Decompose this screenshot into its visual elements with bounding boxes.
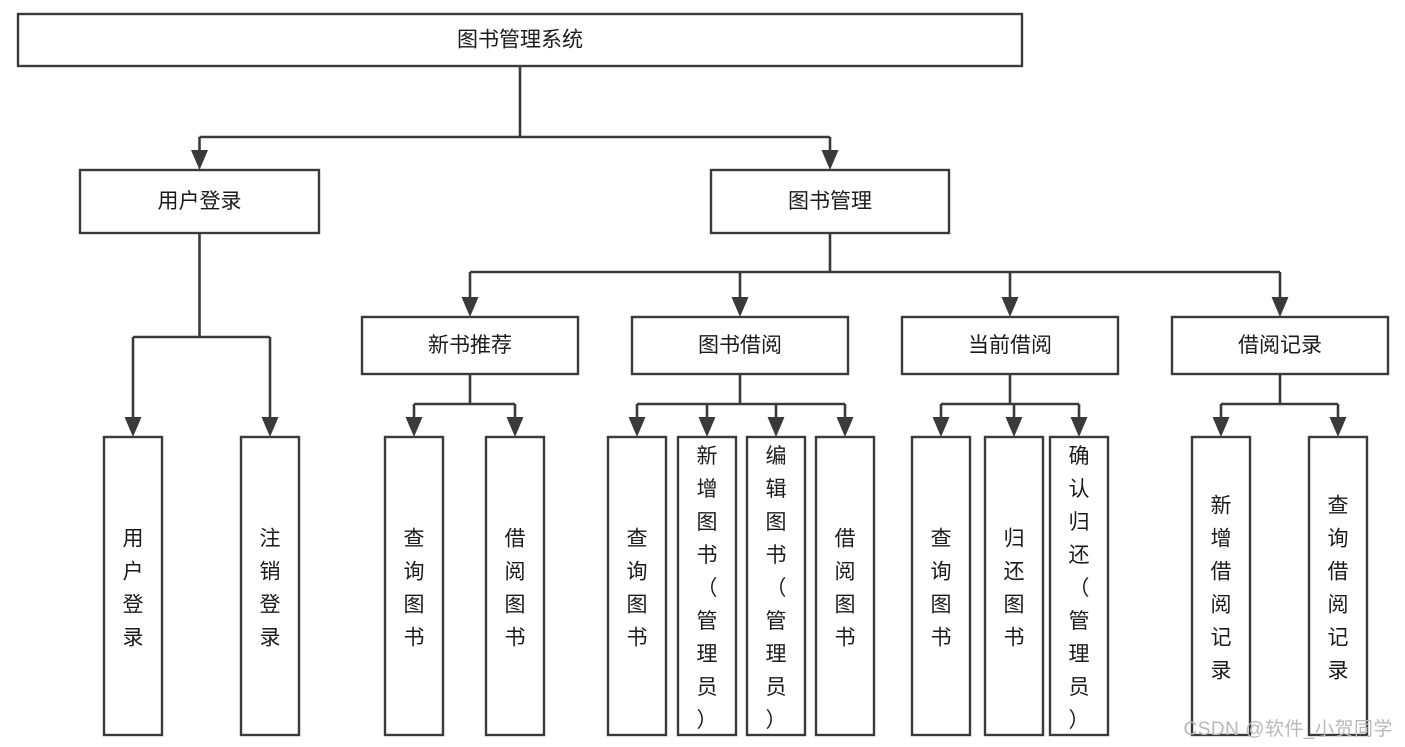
- node-label: 借阅记录: [1238, 334, 1322, 357]
- arrow-head-icon: [767, 417, 785, 437]
- node-label: 新增借阅记录: [1211, 495, 1232, 683]
- node-lf09[interactable]: 查询图书: [910, 435, 972, 737]
- node-label: 查询图书: [404, 528, 425, 650]
- node-box[interactable]: [484, 435, 546, 737]
- node-box[interactable]: [983, 435, 1045, 737]
- node-box[interactable]: [630, 315, 850, 376]
- arrow-head-icon: [124, 417, 142, 437]
- node-label: 用户登录: [123, 528, 144, 650]
- connector-layer: [124, 66, 1347, 437]
- node-box[interactable]: [745, 435, 807, 737]
- arrow-head-icon: [261, 417, 279, 437]
- node-box[interactable]: [1170, 315, 1390, 376]
- node-box[interactable]: [78, 168, 321, 235]
- node-label: 图书管理系统: [457, 29, 583, 52]
- node-lf03[interactable]: 查询图书: [383, 435, 445, 737]
- connector-group: [628, 374, 854, 437]
- arrow-head-icon: [405, 417, 423, 437]
- node-box[interactable]: [900, 315, 1120, 376]
- arrow-head-icon: [191, 150, 208, 170]
- node-label: 查询借阅记录: [1328, 495, 1349, 683]
- arrow-head-icon: [1271, 297, 1289, 317]
- arrow-head-icon: [1070, 417, 1088, 437]
- node-label: 图书借阅: [698, 334, 782, 357]
- node-box[interactable]: [239, 435, 301, 737]
- node-label: 当前借阅: [968, 334, 1052, 357]
- node-box[interactable]: [676, 435, 738, 737]
- node-l2b[interactable]: 图书管理: [709, 168, 951, 235]
- node-label: 确认归还（管理员）: [1069, 445, 1090, 732]
- node-box[interactable]: [1307, 435, 1369, 737]
- arrow-head-icon: [821, 150, 839, 170]
- node-label: 查询图书: [627, 528, 648, 650]
- arrow-head-icon: [506, 417, 524, 437]
- node-label: 借阅图书: [835, 528, 856, 650]
- arrow-head-icon: [461, 297, 479, 317]
- node-box[interactable]: [709, 168, 951, 235]
- node-l3b[interactable]: 图书借阅: [630, 315, 850, 376]
- node-lf06[interactable]: 新增图书（管理员）: [676, 435, 738, 737]
- connector-group: [461, 233, 1289, 317]
- node-lf12[interactable]: 新增借阅记录: [1190, 435, 1252, 737]
- node-box[interactable]: [383, 435, 445, 737]
- arrow-head-icon: [1329, 417, 1347, 437]
- connector-group: [405, 374, 524, 437]
- node-label: 新增图书（管理员）: [697, 445, 718, 732]
- node-lf01[interactable]: 用户登录: [102, 435, 164, 737]
- node-box[interactable]: [1048, 435, 1110, 737]
- node-lf04[interactable]: 借阅图书: [484, 435, 546, 737]
- node-lf08[interactable]: 借阅图书: [814, 435, 876, 737]
- node-lf13[interactable]: 查询借阅记录: [1307, 435, 1369, 737]
- node-box[interactable]: [910, 435, 972, 737]
- node-lf11[interactable]: 确认归还（管理员）: [1048, 435, 1110, 737]
- node-label: 新书推荐: [428, 334, 512, 357]
- csdn-watermark: CSDN @软件_小贺同学: [1183, 719, 1393, 740]
- arrow-head-icon: [1212, 417, 1230, 437]
- node-label: 借阅图书: [505, 528, 526, 650]
- node-l2a[interactable]: 用户登录: [78, 168, 321, 235]
- node-label: 归还图书: [1004, 528, 1025, 650]
- node-label: 注销登录: [260, 528, 281, 650]
- node-root[interactable]: 图书管理系统: [16, 12, 1024, 68]
- node-lf02[interactable]: 注销登录: [239, 435, 301, 737]
- arrow-head-icon: [836, 417, 854, 437]
- node-l3c[interactable]: 当前借阅: [900, 315, 1120, 376]
- arrow-head-icon: [1005, 417, 1023, 437]
- node-lf10[interactable]: 归还图书: [983, 435, 1045, 737]
- connector-group: [1212, 374, 1347, 437]
- node-box[interactable]: [16, 12, 1024, 68]
- node-label: 查询图书: [931, 528, 952, 650]
- connector-group: [191, 66, 839, 170]
- node-label: 用户登录: [158, 190, 242, 213]
- node-box[interactable]: [606, 435, 668, 737]
- node-label: 编辑图书（管理员）: [766, 445, 787, 732]
- node-layer: 图书管理系统用户登录图书管理新书推荐图书借阅当前借阅借阅记录用户登录注销登录查询…: [16, 12, 1390, 737]
- arrow-head-icon: [731, 297, 749, 317]
- arrow-head-icon: [698, 417, 716, 437]
- node-l3d[interactable]: 借阅记录: [1170, 315, 1390, 376]
- node-box[interactable]: [814, 435, 876, 737]
- connector-group: [124, 233, 279, 437]
- node-l3a[interactable]: 新书推荐: [360, 315, 580, 376]
- node-lf05[interactable]: 查询图书: [606, 435, 668, 737]
- arrow-head-icon: [1001, 297, 1019, 317]
- node-box[interactable]: [1190, 435, 1252, 737]
- node-lf07[interactable]: 编辑图书（管理员）: [745, 435, 807, 737]
- node-box[interactable]: [360, 315, 580, 376]
- connector-group: [932, 374, 1088, 437]
- node-label: 图书管理: [788, 190, 872, 213]
- arrow-head-icon: [932, 417, 950, 437]
- arrow-head-icon: [628, 417, 646, 437]
- node-box[interactable]: [102, 435, 164, 737]
